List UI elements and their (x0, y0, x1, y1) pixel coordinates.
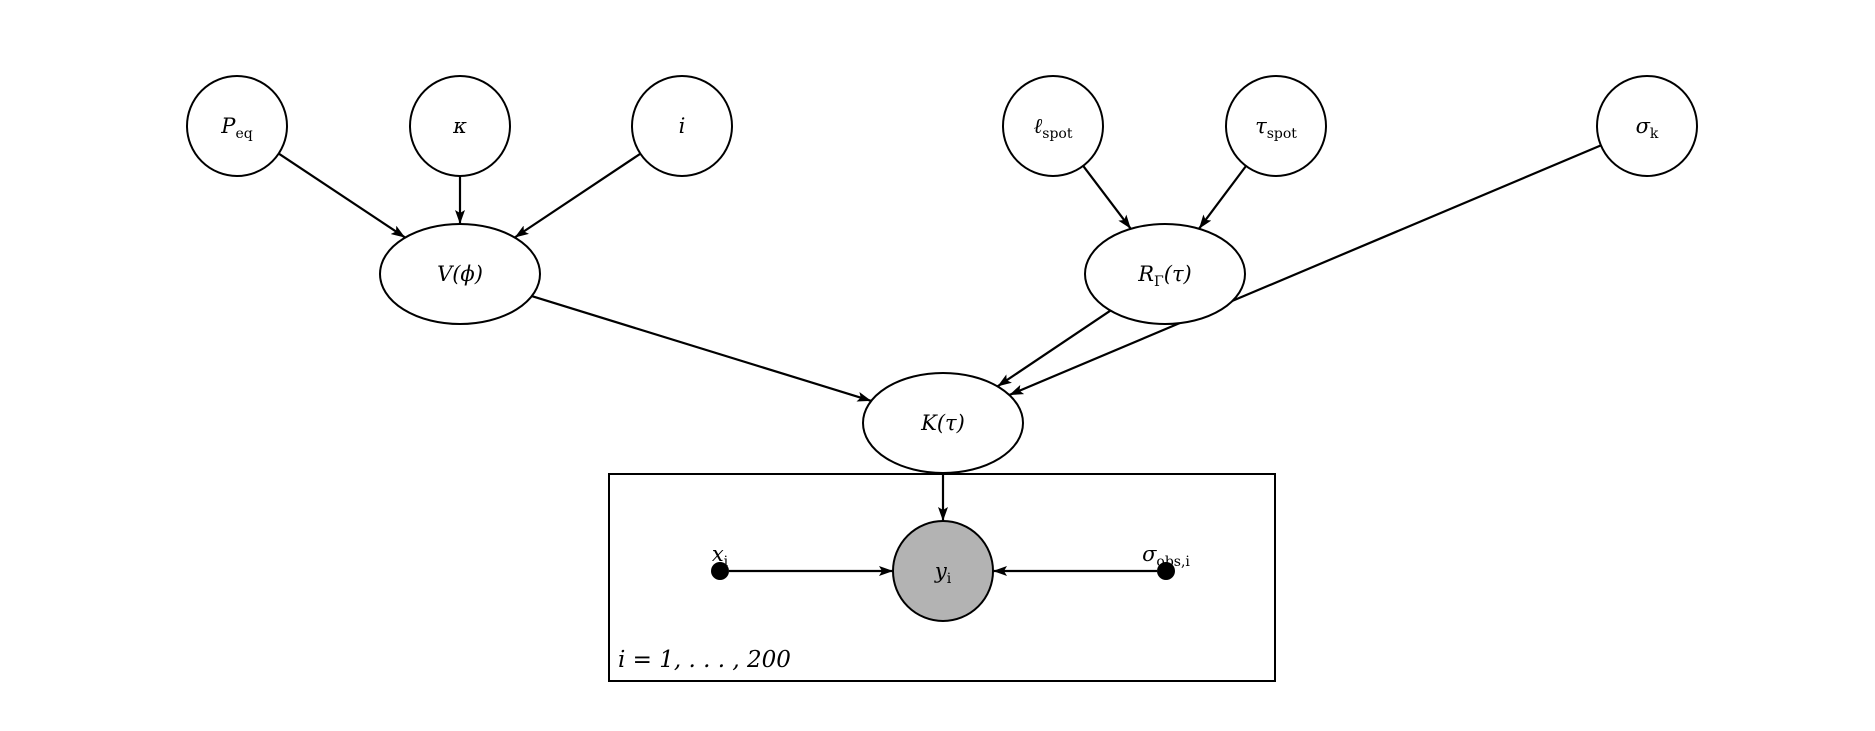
node-x_i-label: x (712, 542, 724, 566)
node-l_spot-subscript: spot (1042, 126, 1073, 142)
node-i-label: i (679, 114, 686, 138)
edge-incl-to-V_phi (514, 152, 642, 239)
node-P_eq-label: P (220, 114, 236, 138)
node-y_i-subscript: i (947, 571, 952, 587)
svg-text:Peq: Peq (220, 114, 252, 142)
node-y_i-label: y (934, 559, 948, 583)
node-V_phi: V(ϕ) (379, 223, 541, 325)
node-V_phi-label: V(ϕ) (437, 262, 483, 286)
svg-text:xi: xi (712, 542, 729, 570)
svg-text:K(τ): K(τ) (920, 411, 965, 435)
node-x_i-subscript: i (724, 554, 729, 570)
node-R_gamma-subscript: Γ (1154, 274, 1164, 290)
node-sigma_k-subscript: k (1650, 126, 1659, 142)
edge-P_eq-to-V_phi (278, 152, 406, 239)
svg-text:V(ϕ): V(ϕ) (437, 262, 483, 286)
node-R_gamma-label: R (1137, 262, 1154, 286)
node-kappa: κ (409, 75, 511, 177)
svg-text:κ: κ (452, 114, 467, 138)
svg-text:τspot: τspot (1255, 114, 1297, 142)
node-P_eq: Peq (186, 75, 288, 177)
node-sigma_k: σk (1596, 75, 1698, 177)
edge-V_phi-to-K_tau (531, 295, 872, 402)
edge-R_gamma-to-K_tau (996, 309, 1112, 388)
edges (278, 144, 1602, 576)
svg-text:σobs,i: σobs,i (1142, 542, 1190, 570)
svg-text:yi: yi (934, 559, 952, 587)
node-K_tau: K(τ) (862, 372, 1024, 474)
edge-sigma_k-to-K_tau (1008, 144, 1602, 397)
node-tau_spot-label: τ (1255, 114, 1267, 138)
node-sigma_obs-subscript: obs,i (1156, 554, 1190, 570)
node-tau_spot-subscript: spot (1267, 126, 1298, 142)
node-sigma_k-label: σ (1636, 114, 1651, 138)
node-sigma_obs-label: σ (1142, 542, 1157, 566)
node-P_eq-subscript: eq (235, 126, 252, 142)
node-y_i: yi (892, 520, 994, 622)
node-l_spot: ℓspot (1002, 75, 1104, 177)
svg-text:RΓ(τ): RΓ(τ) (1137, 262, 1192, 290)
node-sigma_obs: σobs,i (1142, 542, 1190, 580)
svg-text:i: i (679, 114, 686, 138)
node-l_spot-label: ℓ (1034, 114, 1043, 138)
node-R_gamma: RΓ(τ) (1084, 223, 1246, 325)
node-x_i: xi (711, 542, 729, 580)
svg-text:σk: σk (1636, 114, 1659, 142)
edge-tau_spot-to-R_gamma (1198, 165, 1247, 230)
plate-label: i = 1, . . . , 200 (618, 647, 791, 673)
edge-l_spot-to-R_gamma (1082, 165, 1132, 230)
svg-text:ℓspot: ℓspot (1034, 114, 1073, 142)
node-i: i (631, 75, 733, 177)
node-kappa-label: κ (452, 114, 467, 138)
node-R_gamma-suffix: (τ) (1164, 262, 1192, 286)
node-K_tau-label: K(τ) (920, 411, 965, 435)
node-tau_spot: τspot (1225, 75, 1327, 177)
